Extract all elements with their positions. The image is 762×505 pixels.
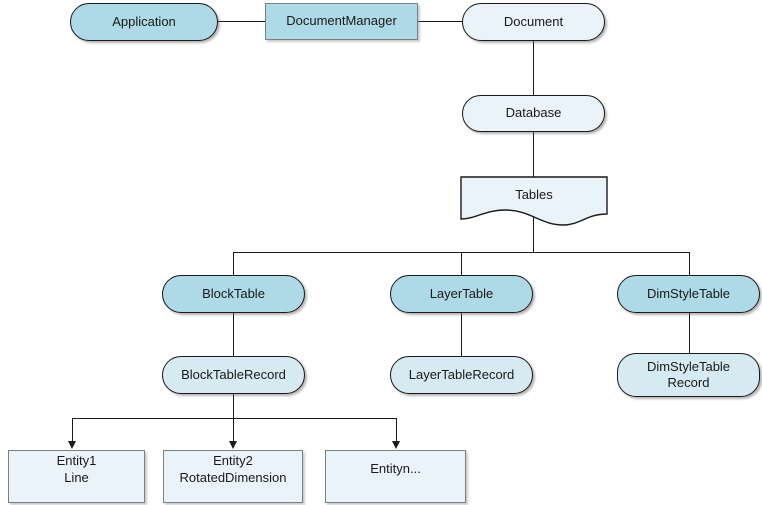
arrowhead-entityn <box>392 441 400 449</box>
connector-bus-to-blocktable <box>233 252 235 275</box>
arrowhead-entity1 <box>68 441 76 449</box>
node-dim-style-table-record[interactable]: DimStyleTable Record <box>617 353 760 397</box>
connector-bus-to-entity1 <box>72 418 74 442</box>
node-entityn-label: Entityn... <box>370 461 421 477</box>
connector-bus-to-entity2 <box>233 418 235 442</box>
connector-bus-to-entityn <box>396 418 398 442</box>
connector-database-tables <box>533 131 535 177</box>
connector-layertable-layertablerecord <box>461 313 463 356</box>
connector-documentmanager-document <box>418 21 462 23</box>
connector-bus-to-dimstyletable <box>689 252 691 275</box>
connector-blocktable-blocktablerecord <box>233 313 235 356</box>
node-dim-style-table[interactable]: DimStyleTable <box>617 275 760 313</box>
node-tables-label: Tables <box>515 187 553 202</box>
node-layer-table[interactable]: LayerTable <box>390 275 533 313</box>
node-block-table[interactable]: BlockTable <box>162 275 305 313</box>
arrowhead-entity2 <box>229 441 237 449</box>
node-database[interactable]: Database <box>462 95 605 132</box>
node-entity2-label: Entity2 RotatedDimension <box>179 453 287 485</box>
connector-tables-stem <box>533 206 535 252</box>
node-application[interactable]: Application <box>70 3 218 41</box>
connector-application-documentmanager <box>218 21 265 23</box>
node-entity1[interactable]: Entity1 Line <box>8 450 145 503</box>
node-layer-table-record[interactable]: LayerTableRecord <box>390 356 533 394</box>
connector-document-database <box>533 41 535 95</box>
node-entityn[interactable]: Entityn... <box>325 450 466 503</box>
node-tables[interactable]: Tables <box>458 175 610 229</box>
connector-entity-bus <box>72 418 397 420</box>
connector-dimstyletable-dimstyletablerecord <box>689 313 691 356</box>
node-document[interactable]: Document <box>462 3 605 41</box>
node-block-table-record[interactable]: BlockTableRecord <box>162 356 305 394</box>
node-document-manager[interactable]: DocumentManager <box>265 3 418 40</box>
connector-bus-to-layertable <box>461 252 463 275</box>
connector-blocktablerecord-stem <box>233 394 235 418</box>
node-entity1-label: Entity1 Line <box>56 453 97 485</box>
node-entity2[interactable]: Entity2 RotatedDimension <box>163 450 303 503</box>
